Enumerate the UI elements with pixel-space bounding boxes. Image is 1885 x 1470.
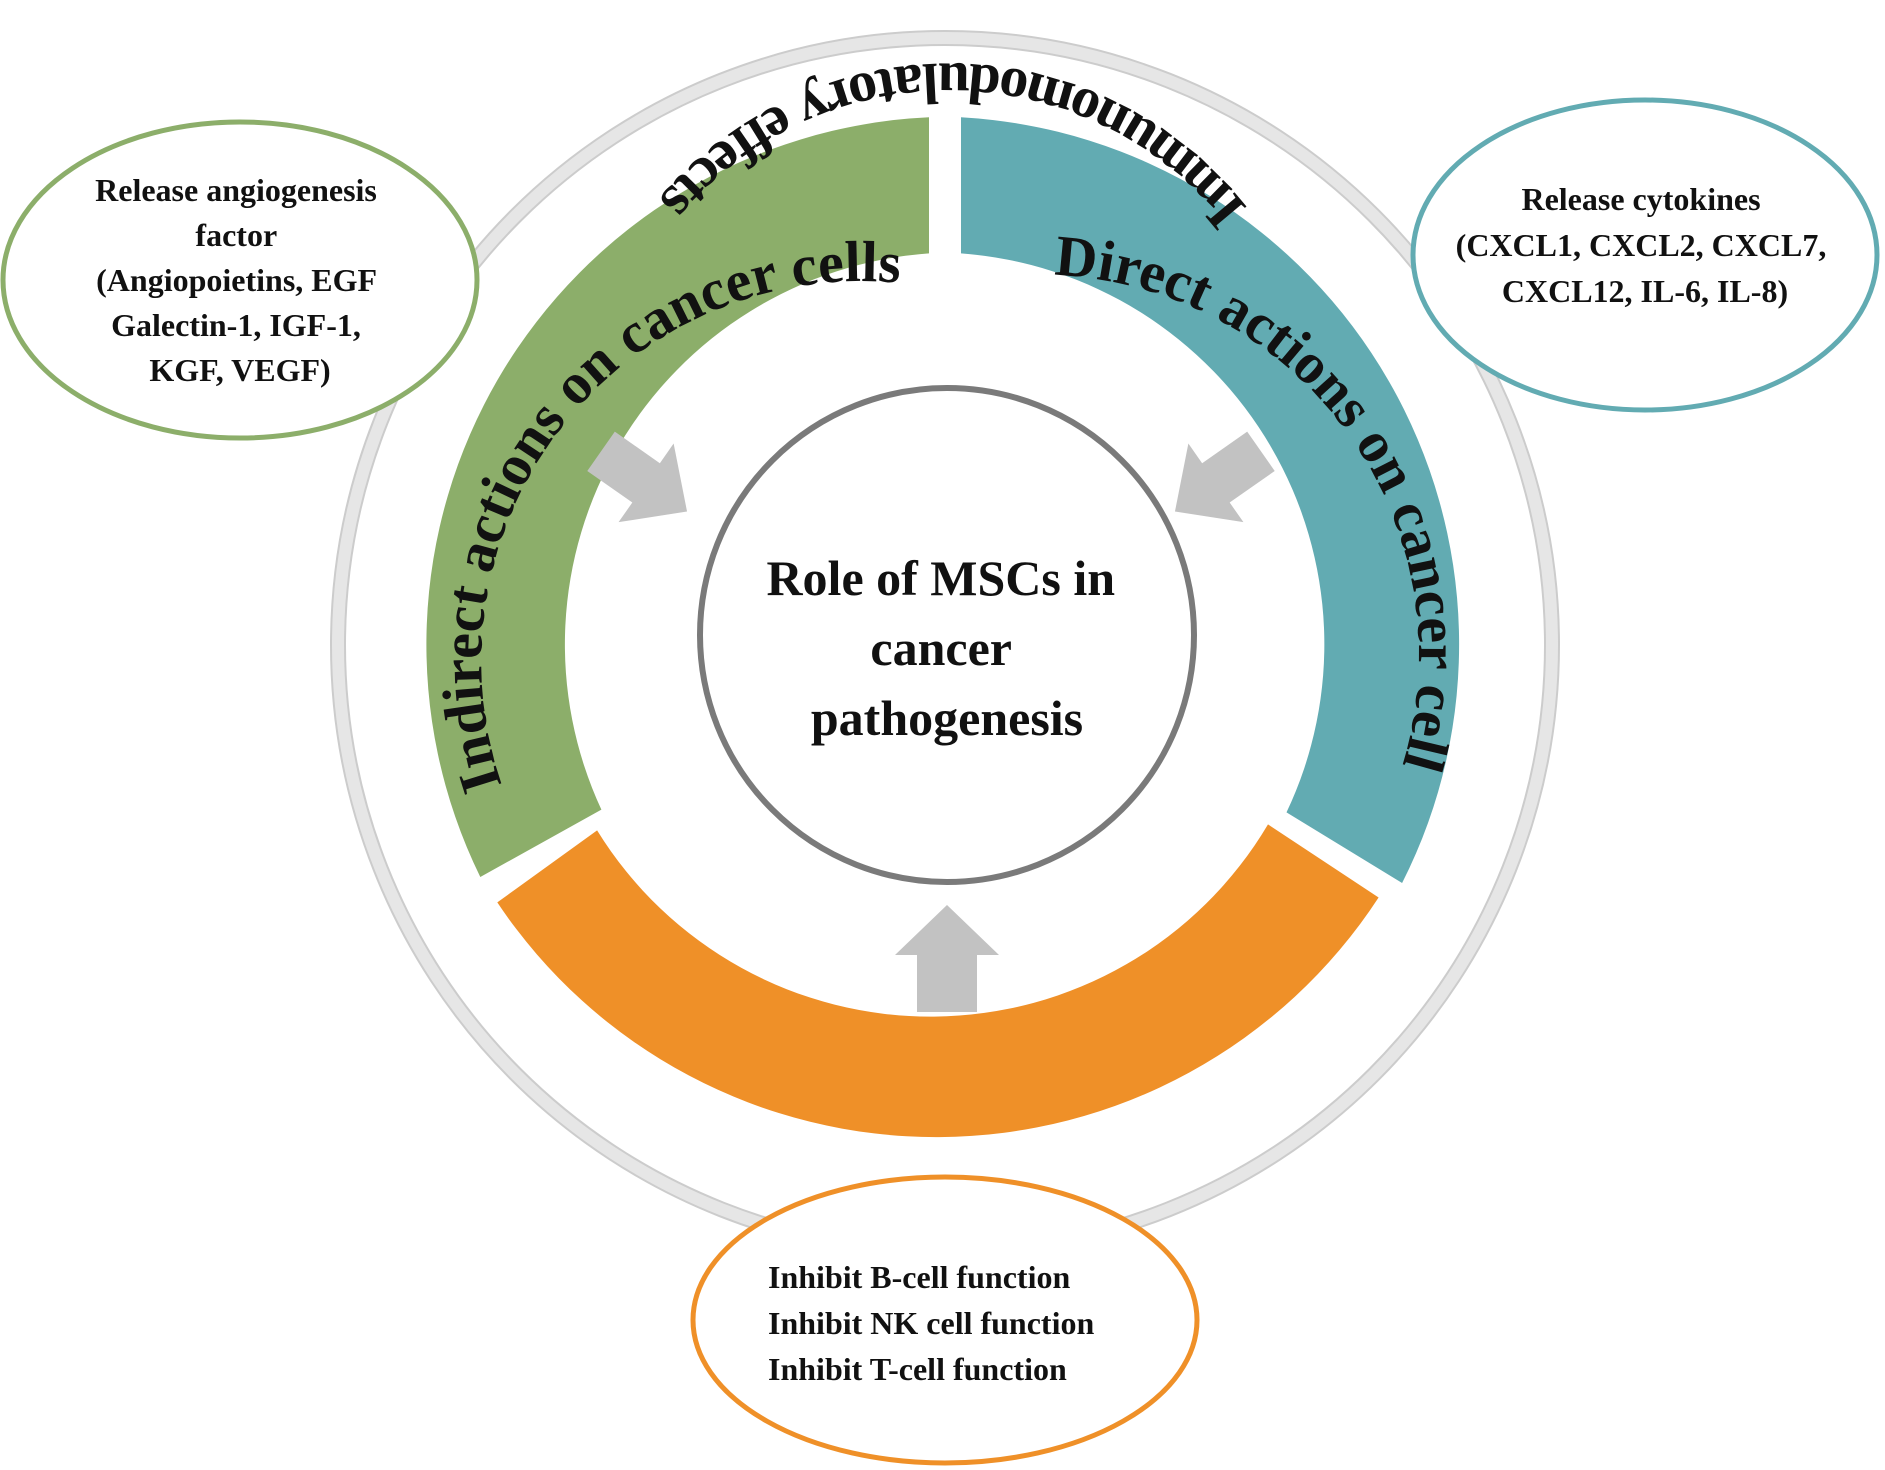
cytokines-text: Release cytokines (CXCL1, CXCL2, CXCL7, …: [1456, 181, 1835, 309]
immuno-segment: [497, 824, 1379, 1138]
angiogenesis-text: Release angiogenesis factor (Angiopoieti…: [95, 172, 385, 388]
cytokines-bubble: [1410, 97, 1880, 413]
immune-text: Inhibit B-cell function Inhibit NK cell …: [768, 1259, 1102, 1387]
center-circle: [697, 385, 1197, 885]
direct-segment: [961, 117, 1460, 883]
arrow-from-direct-icon: [1174, 431, 1275, 523]
indirect-segment: [426, 117, 929, 877]
immune-bubble: [690, 1174, 1200, 1466]
arrow-from-indirect-icon: [587, 431, 688, 523]
arrow-from-immuno-icon: [895, 905, 999, 1012]
angiogenesis-bubble: [0, 119, 480, 441]
center-title: Role of MSCs in cancer pathogenesis: [766, 550, 1127, 746]
